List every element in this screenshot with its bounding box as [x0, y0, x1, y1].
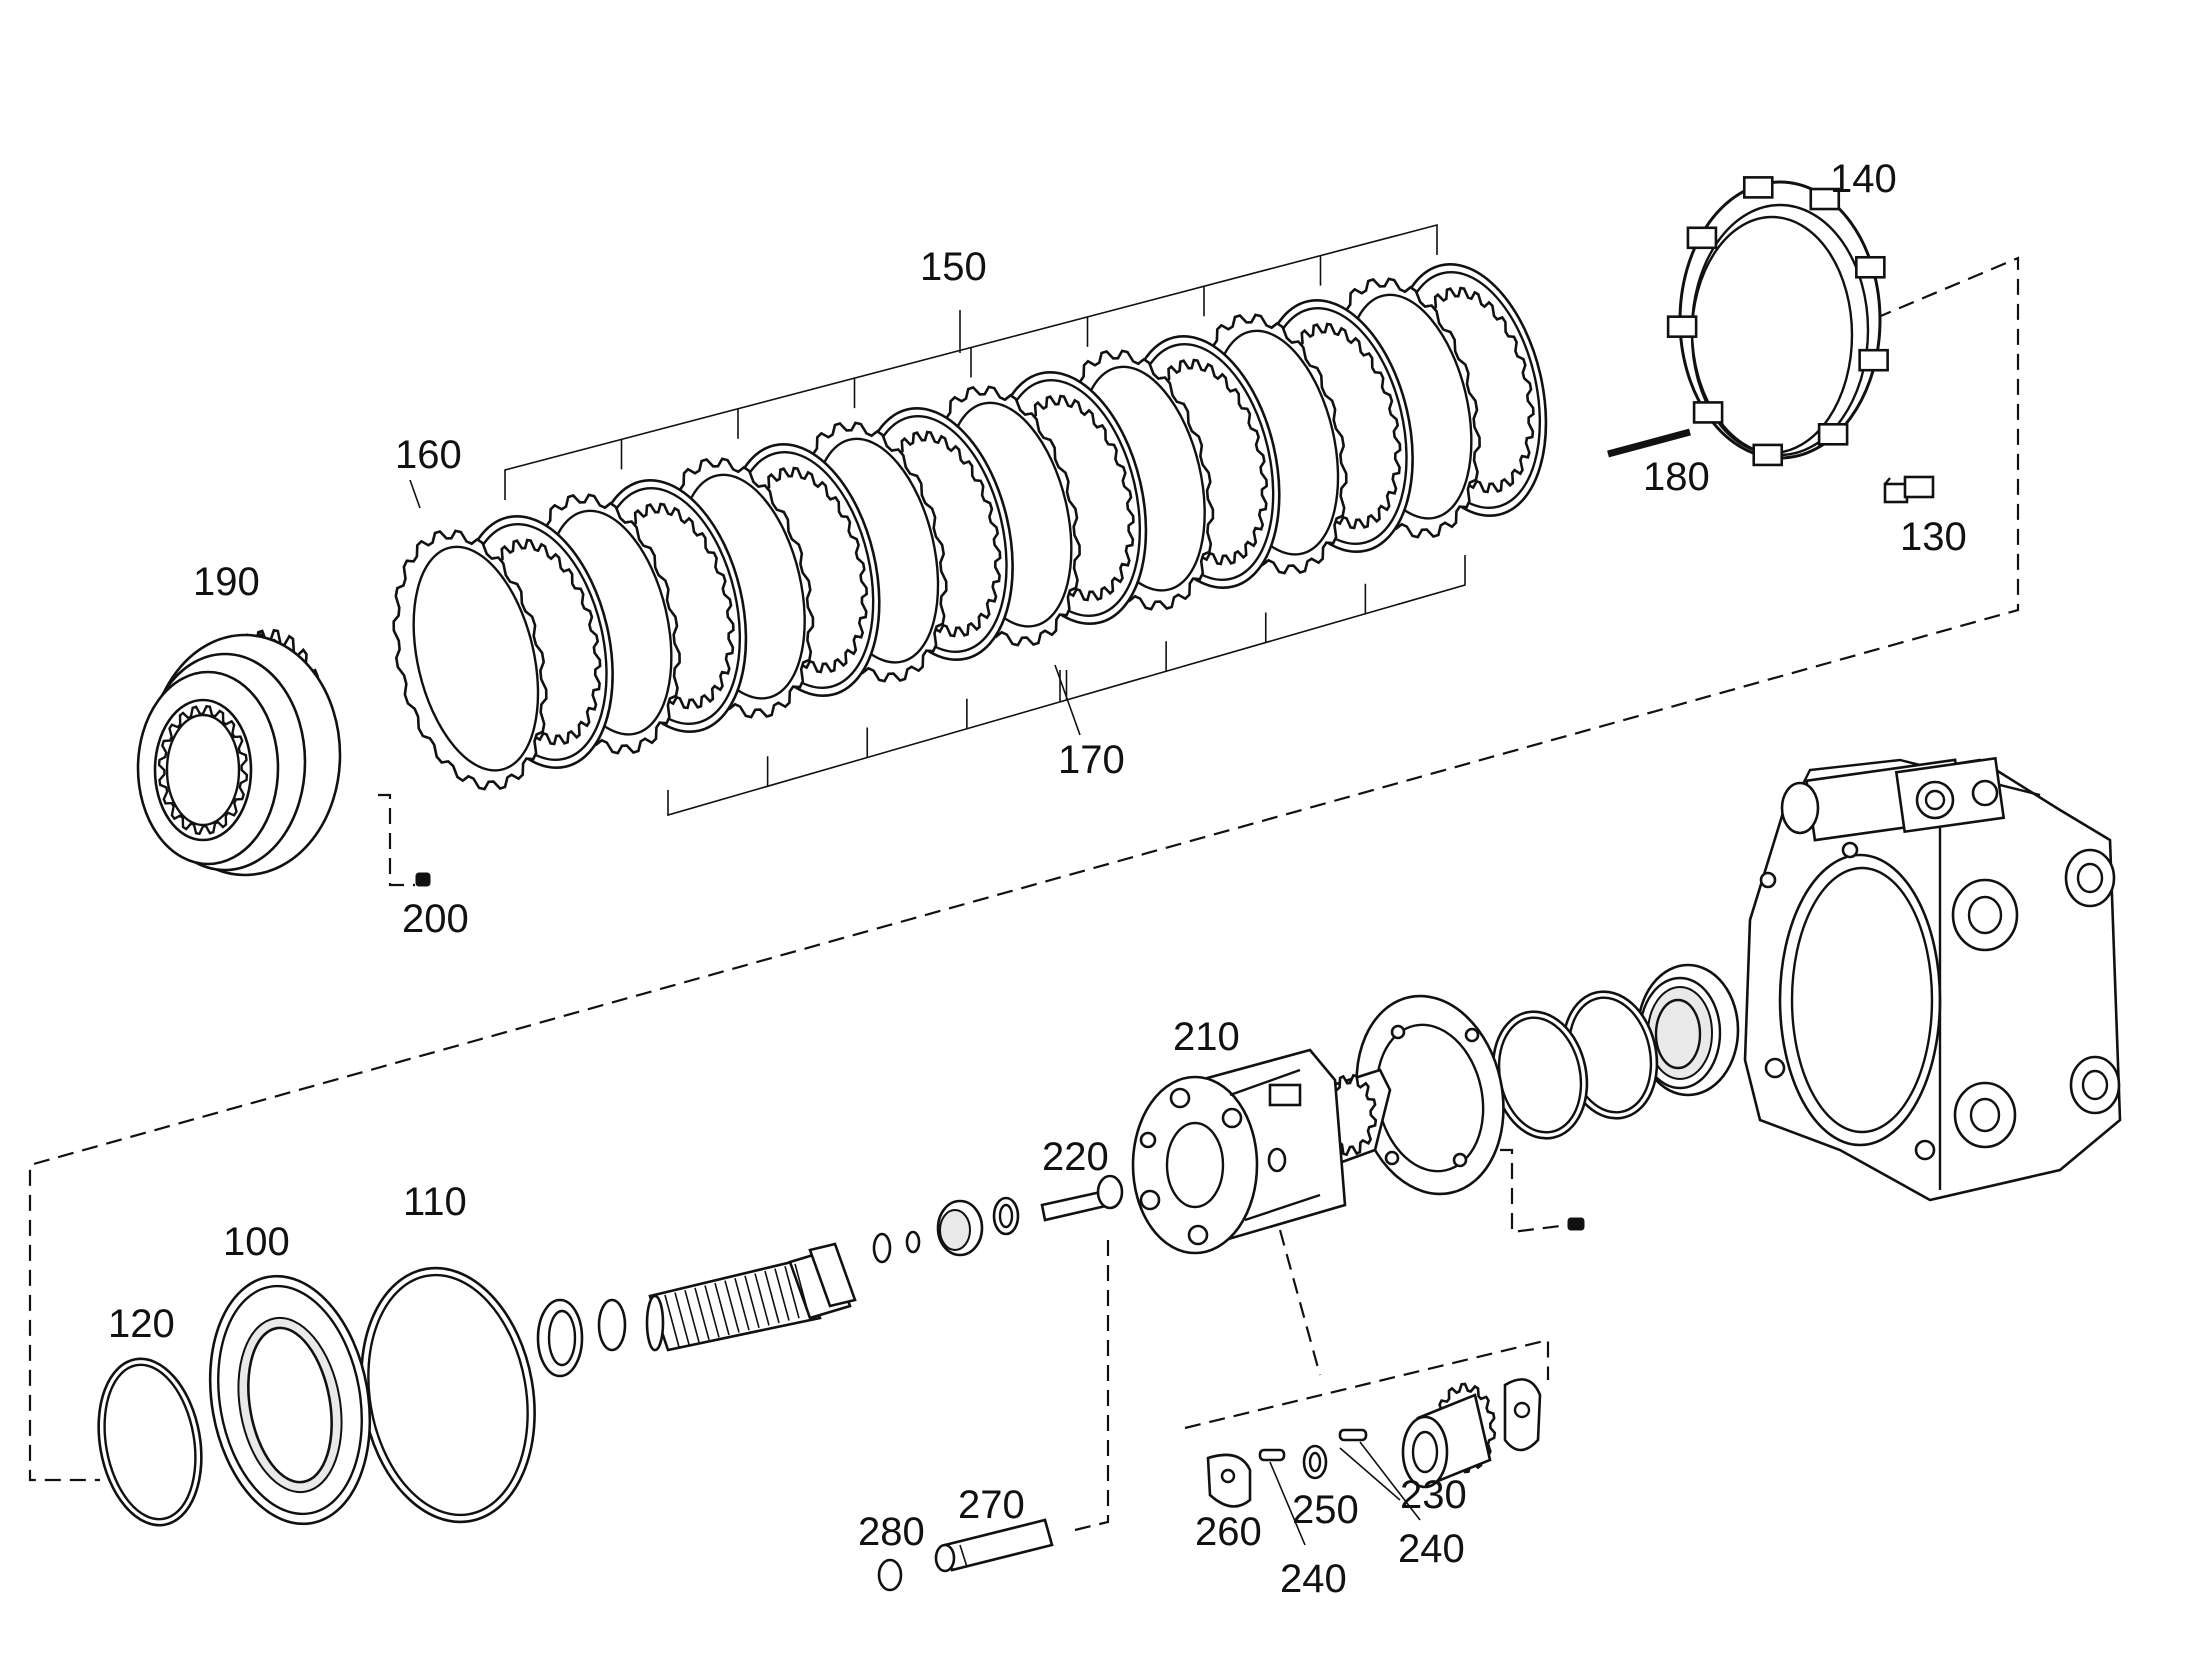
clutch-plates-150-170: [392, 262, 1548, 791]
part-240-needle-left: [1258, 1448, 1286, 1462]
callout-190: 190: [193, 560, 260, 604]
callout-260: 260: [1195, 1510, 1262, 1554]
o-rings-pair: [1491, 990, 1659, 1140]
main-shaft: [645, 1242, 857, 1352]
shaft-seals: [536, 1298, 627, 1378]
part-180-pin: [1607, 428, 1691, 458]
callout-160: 160: [395, 433, 462, 477]
leader-lines: [409, 479, 1421, 1546]
clutch-plate: [392, 529, 548, 791]
part-230-planet-gear: [1401, 1382, 1497, 1489]
seal-carrier: [1636, 963, 1740, 1097]
part-220-bolt: [1040, 1174, 1124, 1222]
callout-150: 150: [920, 245, 987, 289]
callout-120: 120: [108, 1302, 175, 1346]
part-240-needle-right: [1338, 1428, 1368, 1442]
callout-170: 170: [1058, 738, 1125, 782]
callout-240-left: 240: [1280, 1557, 1347, 1601]
callout-180: 180: [1643, 455, 1710, 499]
part-260-thrust-washer: [1206, 1453, 1252, 1508]
callout-210: 210: [1173, 1015, 1240, 1059]
callout-230: 230: [1400, 1473, 1467, 1517]
callout-labels: 140 150 160 180 130 190 170 200 210 220 …: [108, 157, 1967, 1601]
callout-240-right: 240: [1398, 1527, 1465, 1571]
part-250-washer: [1302, 1444, 1328, 1480]
transmission-housing: [1743, 756, 2122, 1202]
callout-140: 140: [1830, 157, 1897, 201]
callout-110: 110: [403, 1180, 467, 1224]
callout-280: 280: [858, 1510, 925, 1554]
part-130-block: [1883, 475, 1935, 504]
assembly-dashed-lines: [28, 256, 2020, 1532]
part-120-o-ring: [97, 1357, 203, 1527]
part-110-o-ring: [360, 1266, 536, 1524]
part-190-hub: [136, 628, 342, 877]
shaft-small-parts: [872, 1196, 1020, 1264]
part-200-plug: [415, 872, 431, 887]
callout-220: 220: [1042, 1135, 1109, 1179]
part-140-ring: [1666, 176, 1889, 467]
part-100-piston: [208, 1274, 372, 1526]
thrust-washer-right: [1503, 1378, 1542, 1452]
part-270-pin: [934, 1518, 1054, 1573]
clutch-pack-bracket: [504, 223, 1466, 817]
cover-plate: [1355, 994, 1585, 1231]
callout-270: 270: [958, 1483, 1025, 1527]
part-280-ring: [877, 1558, 903, 1592]
callout-130: 130: [1900, 515, 1967, 559]
callout-250: 250: [1292, 1488, 1359, 1532]
callout-100: 100: [223, 1220, 290, 1264]
callout-200: 200: [402, 897, 469, 941]
part-210-planet-carrier: [1131, 1048, 1392, 1255]
